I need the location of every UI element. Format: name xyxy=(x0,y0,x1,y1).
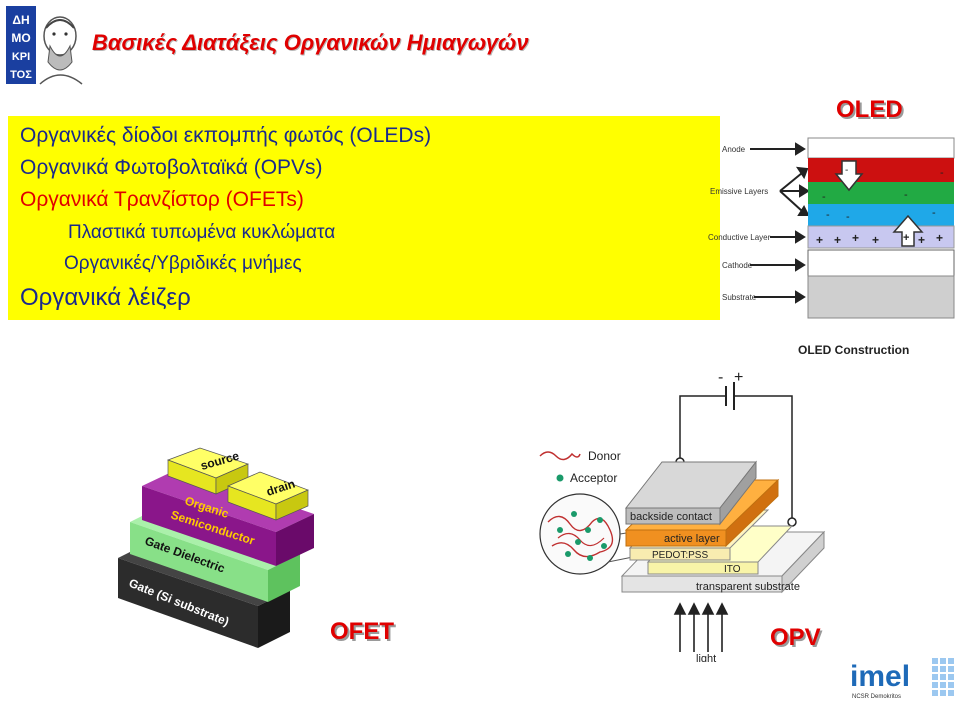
svg-text:+: + xyxy=(918,233,925,247)
opv-pedot-label: PEDOT:PSS xyxy=(652,550,708,561)
topic-opv: Οργανικά Φωτοβολταϊκά (OPVs) xyxy=(20,156,323,179)
svg-text:ΚΡΙ: ΚΡΙ xyxy=(12,51,30,63)
oled-substrate-label: Substrate xyxy=(722,293,757,302)
svg-text:-: - xyxy=(822,191,826,203)
opv-acceptor-label: Acceptor xyxy=(570,471,617,485)
oled-diagram: Anode Emissive Layers Conductive Layer C… xyxy=(708,137,955,357)
ofet-label: OFET xyxy=(330,618,394,645)
opv-label: OPV xyxy=(770,624,821,651)
topic-oled: Οργανικές δίοδοι εκπομπής φωτός (OLEDs) xyxy=(20,124,432,147)
oled-caption: OLED Construction xyxy=(798,343,909,357)
svg-text:+: + xyxy=(872,233,879,247)
oled-conductive-label: Conductive Layer xyxy=(708,233,771,242)
topic-ofet: Οργανικά Τρανζίστορ (OFETs) xyxy=(20,188,304,211)
svg-text:+: + xyxy=(903,232,909,244)
svg-text:NCSR Demokritos: NCSR Demokritos xyxy=(852,694,901,700)
opv-minus-label: - xyxy=(718,369,723,386)
svg-text:-: - xyxy=(940,167,944,179)
svg-text:-: - xyxy=(932,207,936,219)
svg-text:ΔΗ: ΔΗ xyxy=(12,13,29,27)
svg-text:ΜΟ: ΜΟ xyxy=(11,31,30,45)
opv-substrate-label: transparent substrate xyxy=(696,581,800,593)
democritos-logo: ΔΗ ΜΟ ΚΡΙ ΤΟΣ xyxy=(6,6,83,85)
topic-memories: Οργανικές/Υβριδικές μνήμες xyxy=(64,253,302,274)
topics-box: Οργανικές δίοδοι εκπομπής φωτός (OLEDs) … xyxy=(8,116,720,320)
oled-emissive-label: Emissive Layers xyxy=(710,187,768,196)
svg-text:ΤΟΣ: ΤΟΣ xyxy=(10,69,32,81)
opv-backside-label: backside contact xyxy=(630,511,712,523)
svg-text:+: + xyxy=(936,231,943,245)
svg-text:+: + xyxy=(852,231,859,245)
oled-label: OLED xyxy=(836,96,903,123)
opv-donor-label: Donor xyxy=(588,449,621,463)
svg-text:-: - xyxy=(904,189,908,201)
imel-logo: imel NCSR Demokritos xyxy=(850,658,954,700)
slide-title: Βασικές Διατάξεις Οργανικών Ημιαγωγών xyxy=(92,30,529,55)
svg-text:+: + xyxy=(834,233,841,247)
opv-light-label: light xyxy=(696,653,716,662)
svg-text:-: - xyxy=(846,211,850,223)
opv-diagram: - + Donor Acceptor transparent substrate… xyxy=(539,369,826,662)
opv-ito-label: ITO xyxy=(724,564,741,575)
svg-text:-: - xyxy=(826,209,830,221)
svg-text:+: + xyxy=(816,233,823,247)
topic-lasers: Οργανικά λέιζερ xyxy=(20,284,191,311)
opv-active-label: active layer xyxy=(664,533,720,545)
opv-plus-label: + xyxy=(734,369,743,386)
svg-text:imel: imel xyxy=(850,660,910,693)
svg-text:-: - xyxy=(845,165,848,176)
ofet-diagram: Gate (Si substrate) Gate Dielectric Orga… xyxy=(118,447,314,648)
topic-printed-circuits: Πλαστικά τυπωμένα κυκλώματα xyxy=(68,222,336,243)
oled-anode-label: Anode xyxy=(722,145,746,154)
oled-cathode-label: Cathode xyxy=(722,261,753,270)
